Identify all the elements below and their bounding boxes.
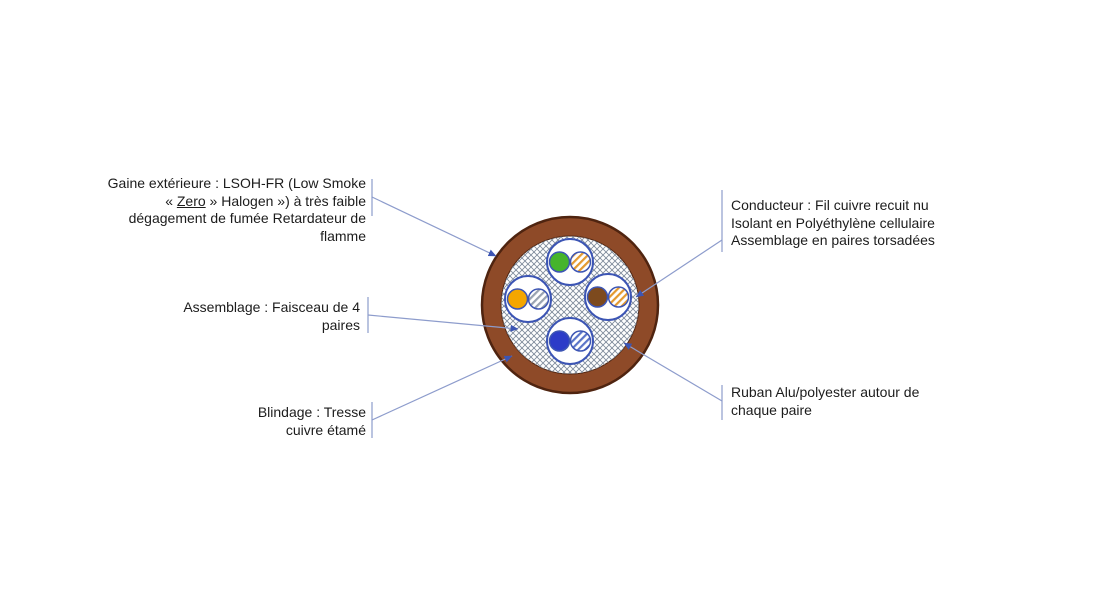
ruban-leader-line <box>623 342 723 402</box>
wire-striped-right <box>607 286 630 308</box>
cable-cross-section <box>480 215 660 395</box>
wire-solid-orange <box>506 288 529 310</box>
label-alu-tape: Ruban Alu/polyester autour de chaque pai… <box>731 384 920 418</box>
pair-left-orange <box>504 275 552 323</box>
assemblage-leader-line <box>367 314 519 332</box>
wire-solid-brown <box>586 286 609 308</box>
label-conductor: Conducteur : Fil cuivre recuit nu Isolan… <box>731 197 935 248</box>
pair-right-brown <box>584 273 632 321</box>
braid-shield-hatch <box>501 236 639 374</box>
pair-top-green <box>546 238 594 286</box>
label-assembly: Assemblage : Faisceau de 4 paires <box>183 299 360 333</box>
label-outer-jacket-part2: » Halogen ») à très faible dégagement de… <box>128 192 366 244</box>
conducteur-leader-line <box>635 239 723 298</box>
label-outer-jacket: Gaine extérieure : LSOH-FR (Low Smoke « … <box>78 175 366 245</box>
blindage-leader-line <box>371 355 513 421</box>
wire-striped-top <box>569 251 592 273</box>
label-outer-jacket-part1: Gaine extérieure : LSOH-FR (Low Smoke « <box>107 175 366 209</box>
gaine-leader-line <box>371 196 497 257</box>
wire-solid-blue <box>548 330 571 352</box>
wire-striped-bottom <box>569 330 592 352</box>
wire-solid-green <box>548 251 571 273</box>
leader-lines <box>367 196 723 421</box>
label-outer-jacket-underlined: Zero <box>176 192 206 209</box>
label-shielding: Blindage : Tresse cuivre étamé <box>257 404 366 438</box>
wire-striped-left <box>527 288 550 310</box>
pair-bottom-blue <box>546 317 594 365</box>
